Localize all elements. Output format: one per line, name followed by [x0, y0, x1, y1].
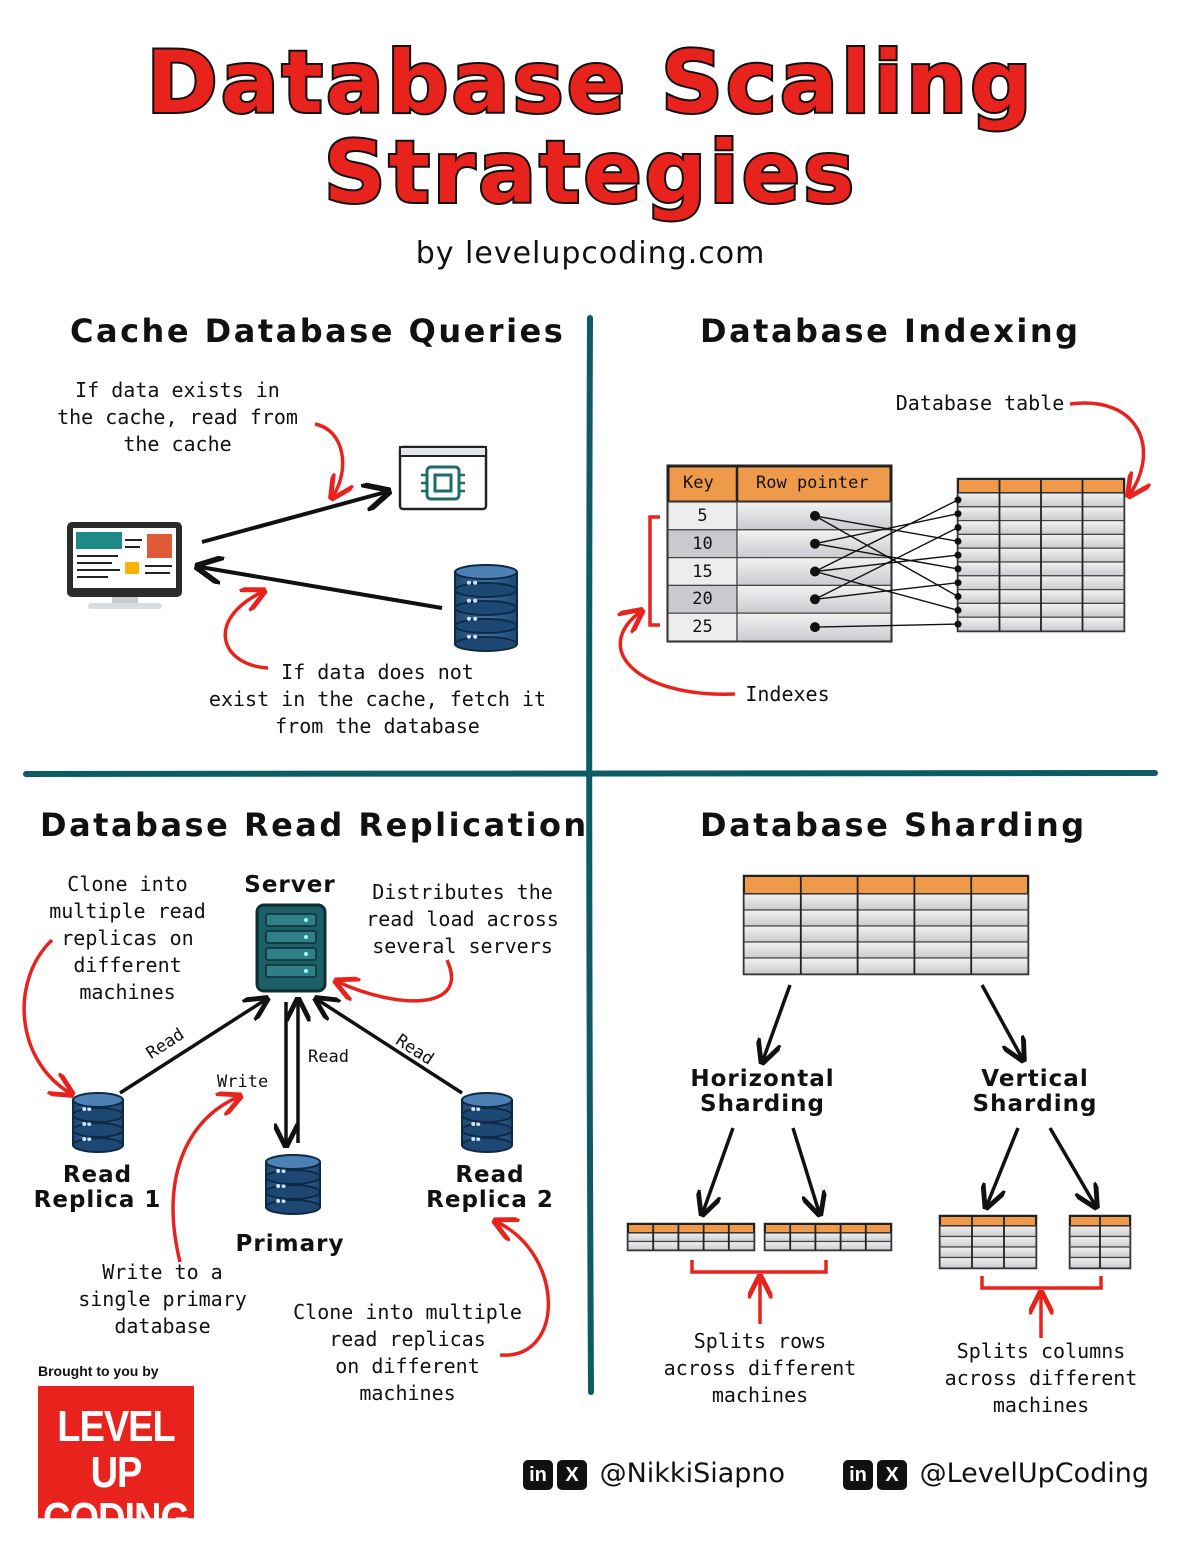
note-distribute: Distributes the read load across several…: [366, 880, 559, 958]
byline: by levelupcoding.com: [415, 236, 766, 271]
vertical-shard-1: [938, 1214, 1038, 1270]
x-icon: X: [557, 1459, 587, 1490]
arrow-h-right: [791, 1127, 819, 1212]
index-key-cell: 25: [692, 617, 713, 638]
replica-2-database-icon: [461, 1092, 513, 1153]
red-arrow-clone-left: [22, 938, 70, 1093]
linkedin-icon: in: [843, 1459, 873, 1490]
red-arrow-indexes: [620, 612, 736, 696]
heading-replication: Database Read Replication: [40, 806, 589, 844]
index-key-cell: 20: [692, 589, 713, 610]
heading-sharding: Database Sharding: [700, 806, 1087, 844]
heading-indexing: Database Indexing: [700, 312, 1081, 350]
arrow-to-vertical: [980, 984, 1022, 1058]
arrow-v-left: [987, 1127, 1020, 1205]
bracket-horizontal: [690, 1260, 828, 1274]
heading-cache: Cache Database Queries: [70, 312, 566, 350]
horizontal-shard-1: [626, 1222, 756, 1252]
index-col-pointer: Row pointer: [756, 473, 869, 493]
title-line-2: Strategies: [322, 123, 858, 223]
red-arrow-distribute: [338, 959, 454, 1003]
sharding-source-table: [742, 874, 1030, 976]
cache-chip-icon: [398, 445, 488, 511]
level-up-coding-logo: LEVEL UP CODING: [38, 1386, 194, 1542]
arrow-replica2-read: [318, 1000, 463, 1095]
primary-database-icon: [265, 1154, 321, 1215]
arrow-h-left: [703, 1127, 735, 1212]
arrow-to-cache: [201, 492, 386, 544]
index-key-cell: 15: [692, 561, 713, 582]
arrow-v-right: [1048, 1127, 1095, 1205]
arrow-from-database: [200, 567, 443, 610]
note-clone-left: Clone into multiple read replicas on dif…: [49, 872, 206, 1004]
arrow-to-horizontal: [763, 984, 792, 1060]
x-icon: X: [877, 1459, 907, 1490]
label-horizontal-sharding: Horizontal Sharding: [690, 1066, 835, 1117]
label-database-table: Database table: [895, 391, 1065, 415]
server-icon: [255, 903, 327, 993]
note-splits-rows: Splits rows across different machines: [663, 1329, 857, 1407]
vertical-shard-2: [1068, 1214, 1132, 1270]
index-table: [666, 464, 893, 643]
note-write-primary: Write to a single primary database: [78, 1260, 247, 1338]
divider-horizontal: [23, 770, 1158, 778]
note-clone-right: Clone into multiple read replicas on dif…: [293, 1300, 522, 1405]
title-line-1: Database Scaling: [144, 33, 1035, 133]
red-arrow-table-label: [1069, 401, 1144, 494]
red-arrow-cache-miss: [223, 592, 268, 670]
database-table: [956, 477, 1126, 633]
brought-to-you-by: Brought to you by: [38, 1363, 159, 1379]
label-indexes: Indexes: [745, 682, 830, 706]
note-cache-miss: If data does not exist in the cache, fet…: [208, 660, 547, 738]
linkedin-icon: in: [523, 1459, 553, 1490]
horizontal-shard-2: [763, 1222, 893, 1252]
monitor-icon: [67, 522, 182, 609]
indexes-bracket: [648, 515, 660, 627]
label-primary: Primary: [235, 1231, 345, 1257]
red-arrow-write: [171, 1097, 238, 1263]
divider-vertical: [586, 315, 594, 1395]
index-col-key: Key: [683, 473, 714, 493]
label-read-center: Read: [308, 1047, 349, 1067]
note-cache-hit: If data exists in the cache, read from t…: [57, 378, 298, 456]
replica-1-database-icon: [72, 1092, 124, 1153]
index-key-cell: 10: [692, 533, 713, 554]
bracket-vertical: [980, 1276, 1103, 1290]
handle-text-levelup: @LevelUpCoding: [919, 1458, 1150, 1489]
label-vertical-sharding: Vertical Sharding: [972, 1066, 1098, 1117]
note-splits-columns: Splits columns across different machines: [944, 1339, 1138, 1417]
index-key-cell: 5: [697, 506, 708, 526]
label-replica-1: Read Replica 1: [33, 1162, 162, 1213]
red-arrow-clone-right: [497, 1222, 551, 1357]
label-write: Write: [217, 1072, 269, 1092]
red-arrow-cache-hit: [314, 422, 343, 496]
label-replica-2: Read Replica 2: [426, 1162, 554, 1213]
label-server: Server: [244, 872, 336, 898]
handle-text-nikki: @NikkiSiapno: [599, 1458, 786, 1489]
arrow-replica1-read: [119, 1000, 265, 1095]
cache-database-icon: [454, 564, 518, 652]
